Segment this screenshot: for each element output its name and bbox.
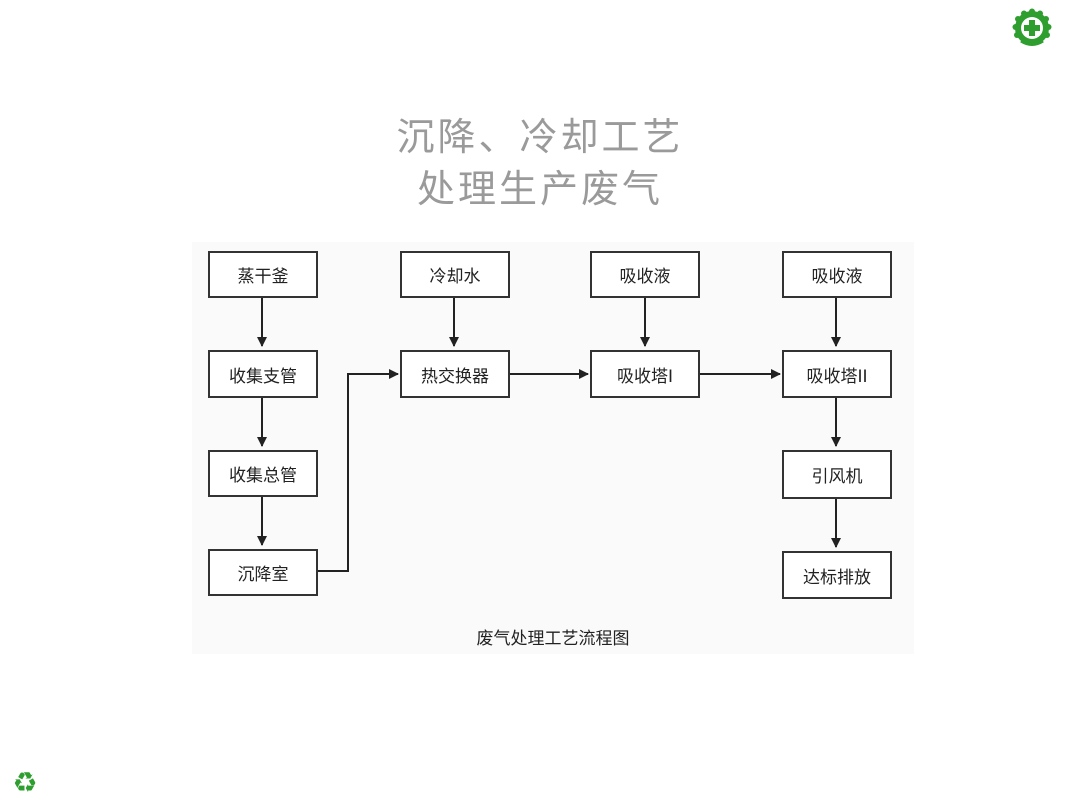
node-settling-chamber: 沉降室 xyxy=(208,549,318,596)
slide-title-line-2: 处理生产废气 xyxy=(416,167,663,211)
node-cooling-water: 冷却水 xyxy=(400,251,510,298)
slide-title-line-1: 沉降、冷却工艺 xyxy=(396,115,684,159)
process-flow-diagram: 蒸干釜 收集支管 收集总管 沉降室 冷却水 热交换器 吸收液 吸收塔I 吸收液 … xyxy=(192,242,914,654)
node-heat-exchanger: 热交换器 xyxy=(400,350,510,398)
node-branch-pipe: 收集支管 xyxy=(208,350,318,398)
diagram-caption: 废气处理工艺流程图 xyxy=(476,629,630,649)
flow-connectors xyxy=(257,297,841,572)
recycle-icon: ♻ xyxy=(12,766,38,799)
node-absorbent-1: 吸收液 xyxy=(590,251,700,298)
node-steam-kettle: 蒸干釜 xyxy=(208,251,318,298)
node-discharge: 达标排放 xyxy=(782,551,892,599)
node-absorber-2: 吸收塔II xyxy=(782,350,892,398)
node-absorber-1: 吸收塔I xyxy=(590,350,700,398)
green-cross-emblem-icon xyxy=(1012,8,1052,48)
node-absorbent-2: 吸收液 xyxy=(782,251,892,298)
node-fan: 引风机 xyxy=(782,450,892,499)
node-main-pipe: 收集总管 xyxy=(208,450,318,497)
arrow-settling-to-exchanger xyxy=(317,369,399,572)
